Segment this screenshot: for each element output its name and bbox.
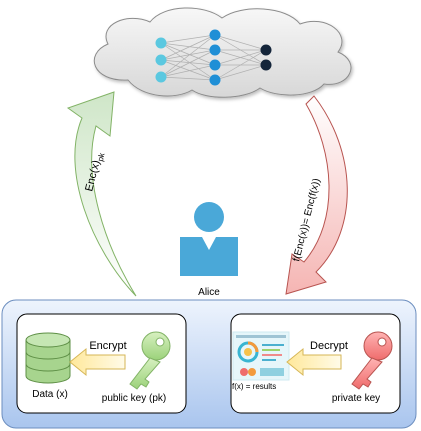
dashboard-icon — [232, 331, 290, 381]
network-node-layer-3 — [260, 59, 272, 71]
network-node-layer-2 — [209, 44, 221, 56]
network-edge — [160, 49, 216, 61]
network-edge — [214, 64, 267, 81]
public-key-label: public key (pk) — [102, 393, 166, 404]
person-icon — [180, 202, 238, 276]
network-node-layer-2 — [209, 59, 221, 71]
neural-network-icon — [155, 29, 272, 86]
data-label: Data (x) — [32, 389, 68, 400]
network-edge — [214, 34, 267, 51]
private-key-label: private key — [332, 393, 380, 404]
database-icon — [25, 332, 71, 384]
private-key-icon — [351, 331, 393, 390]
upload-arrow — [66, 91, 137, 297]
public-key-icon — [129, 331, 171, 390]
results-label: f(x) = results — [232, 382, 276, 391]
person-name: Alice — [198, 287, 220, 298]
decrypt-arrow — [286, 347, 342, 377]
decrypt-label: Decrypt — [310, 340, 348, 352]
network-edge — [160, 64, 216, 78]
network-edge — [160, 34, 216, 61]
network-edge — [214, 49, 267, 81]
network-node-layer-2 — [209, 29, 221, 41]
network-edge — [160, 34, 216, 78]
network-node-layer-1 — [155, 37, 167, 49]
encrypt-arrow — [69, 347, 126, 377]
network-edge — [160, 42, 216, 81]
network-edge — [160, 59, 216, 81]
network-node-layer-3 — [260, 44, 272, 56]
download-arrow — [285, 95, 348, 295]
encrypt-label: Encrypt — [89, 340, 126, 352]
cloud-icon — [93, 7, 352, 98]
network-edge — [214, 49, 267, 66]
network-edge — [160, 76, 216, 81]
network-node-layer-1 — [155, 71, 167, 83]
network-edge — [160, 49, 216, 78]
network-edge — [160, 42, 216, 51]
network-edge — [160, 42, 216, 66]
network-node-layer-1 — [155, 54, 167, 66]
network-edge — [160, 34, 216, 44]
network-node-layer-2 — [209, 74, 221, 86]
network-edge — [160, 59, 216, 66]
